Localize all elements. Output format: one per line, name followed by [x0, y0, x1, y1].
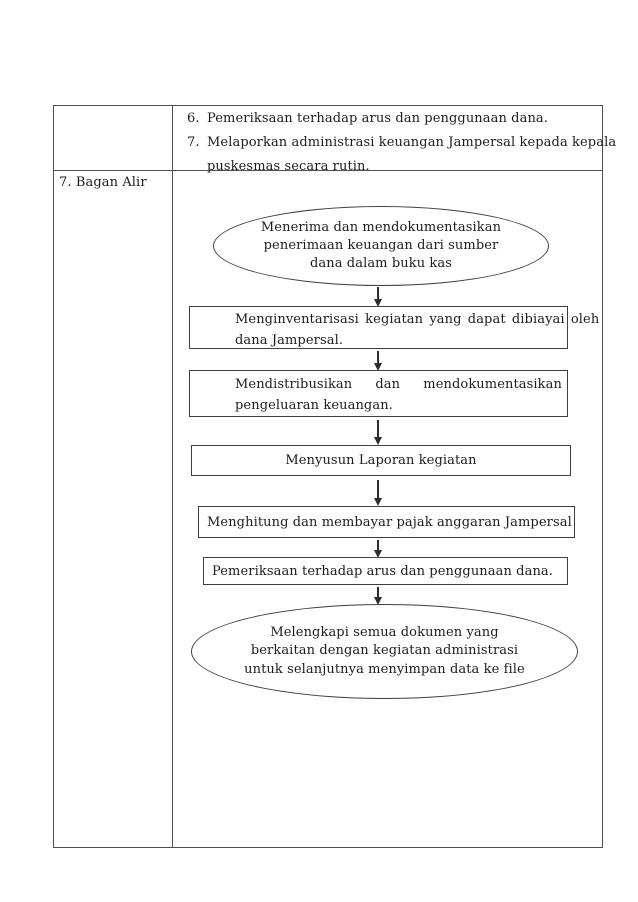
- procedure-item-7-line1: Melaporkan administrasi keuangan Jampers…: [207, 135, 617, 150]
- end-ellipse-line3: untuk selanjutnya menyimpan data ke file: [244, 661, 525, 677]
- flowchart-step-2: Mendistribusikan dan mendokumentasikan p…: [189, 370, 568, 417]
- procedure-item-7-number: 7.: [187, 135, 200, 150]
- step-1-line2: dana Jampersal.: [235, 333, 344, 348]
- step-2-word1: Mendistribusikan: [235, 377, 353, 392]
- table-row-divider: [53, 170, 603, 171]
- procedure-item-6: 6. Pemeriksaan terhadap arus dan penggun…: [187, 108, 601, 130]
- step-1-line1: Menginventarisasi kegiatan yang dapat di…: [235, 312, 600, 327]
- arrow-down-icon: [374, 498, 382, 506]
- arrow-down-icon: [374, 437, 382, 445]
- end-ellipse-line2: berkaitan dengan kegiatan administrasi: [250, 643, 519, 659]
- bagan-alir-label: 7. Bagan Alir: [59, 175, 147, 190]
- table-column-divider: [172, 105, 173, 848]
- step-2-line1: Mendistribusikan dan mendokumentasikan: [235, 374, 562, 395]
- arrow-down-icon: [374, 550, 382, 558]
- flowchart-step-4: Menghitung dan membayar pajak anggaran J…: [198, 506, 575, 538]
- step-3-text: Menyusun Laporan kegiatan: [285, 453, 477, 468]
- step-5-text: Pemeriksaan terhadap arus dan penggunaan…: [212, 563, 554, 579]
- flowchart-step-5: Pemeriksaan terhadap arus dan penggunaan…: [203, 557, 568, 585]
- start-ellipse-line2: penerimaan keuangan dari sumber: [263, 238, 499, 253]
- arrow-down-icon: [374, 597, 382, 605]
- step-2-word2: dan: [375, 377, 401, 392]
- flow-arrow-5: [372, 540, 384, 558]
- procedure-item-6-number: 6.: [187, 111, 200, 126]
- arrow-down-icon: [374, 299, 382, 307]
- step-4-text: Menghitung dan membayar pajak anggaran J…: [207, 514, 572, 530]
- procedure-item-6-text: Pemeriksaan terhadap arus dan penggunaan…: [207, 111, 549, 126]
- start-ellipse-line3: dana dalam buku kas: [309, 256, 453, 271]
- table-border: [53, 105, 603, 848]
- flowchart-step-3: Menyusun Laporan kegiatan: [191, 445, 571, 476]
- flow-arrow-6: [372, 587, 384, 605]
- flowchart-end-ellipse: Melengkapi semua dokumen yang berkaitan …: [191, 604, 578, 699]
- step-2-word3: mendokumentasikan: [423, 377, 562, 392]
- procedure-item-7: 7. Melaporkan administrasi keuangan Jamp…: [187, 132, 616, 154]
- procedure-item-7-continued: puskesmas secara rutin.: [187, 156, 601, 178]
- start-ellipse-line1: Menerima dan mendokumentasikan: [260, 220, 502, 235]
- flow-arrow-1: [372, 287, 384, 307]
- arrow-down-icon: [374, 363, 382, 371]
- flowchart-start-ellipse: Menerima dan mendokumentasikan penerimaa…: [213, 206, 549, 286]
- flow-arrow-2: [372, 351, 384, 371]
- step-2-line2: pengeluaran keuangan.: [235, 398, 393, 413]
- flowchart-step-1: Menginventarisasi kegiatan yang dapat di…: [189, 306, 600, 349]
- flow-arrow-4: [372, 480, 384, 506]
- procedure-item-7-line2: puskesmas secara rutin.: [207, 159, 370, 174]
- flow-arrow-3: [372, 420, 384, 445]
- end-ellipse-line1: Melengkapi semua dokumen yang: [270, 624, 499, 640]
